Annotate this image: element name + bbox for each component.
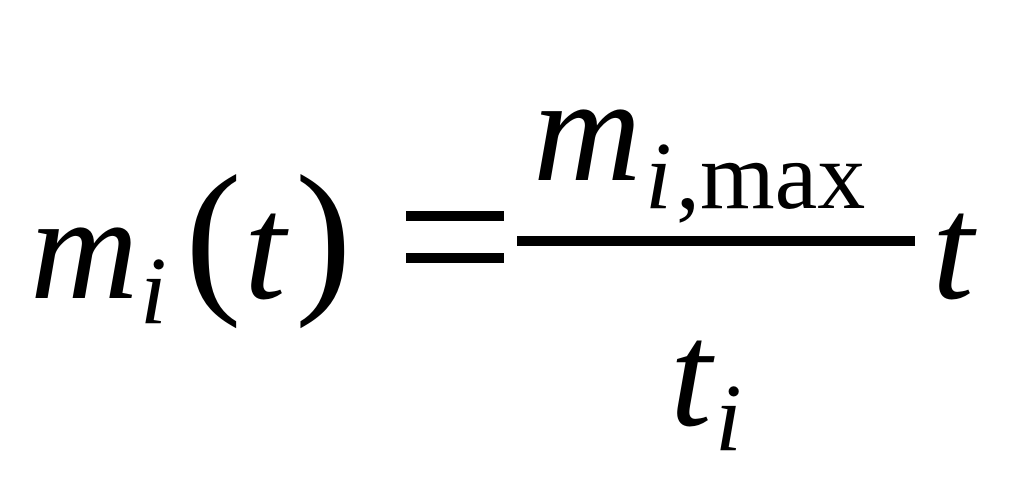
- equals-sign-bottom-bar: [406, 253, 504, 263]
- denominator-subscript-i: i: [715, 364, 742, 471]
- close-paren: ): [295, 141, 352, 329]
- lhs-argument-t: t: [244, 165, 286, 331]
- fraction-bar: [517, 236, 915, 246]
- trailing-factor-t: t: [932, 165, 974, 331]
- equals-sign-top-bar: [406, 211, 504, 221]
- numerator-subscript-rest: ,max: [676, 122, 866, 229]
- denominator-symbol-t: t: [670, 292, 712, 458]
- lhs-subscript-i: i: [140, 237, 167, 344]
- open-paren: (: [185, 141, 242, 329]
- numerator-subscript-index: i: [645, 122, 672, 229]
- numerator-symbol-m: m: [533, 47, 642, 213]
- lhs-symbol-m: m: [30, 165, 139, 331]
